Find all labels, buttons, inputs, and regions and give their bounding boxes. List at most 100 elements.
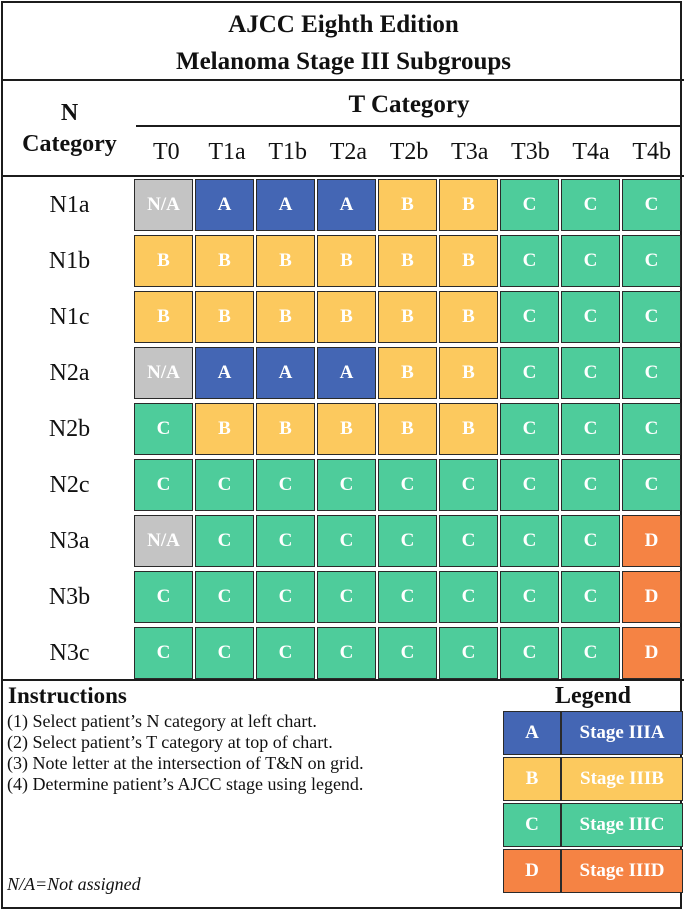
grid-cell-n1b-t3b: C [500, 235, 559, 287]
t-column-t0: T0 [153, 139, 180, 165]
grid-cell-n2c-t4a: C [561, 459, 620, 511]
n-row-label: N3c [49, 640, 90, 666]
instructions-title: Instructions [8, 683, 127, 708]
grid-cell-n3c-t3a: C [439, 627, 498, 679]
title-line-1: AJCC Eighth Edition [228, 11, 459, 38]
grid-cell-n2a-t2b: B [378, 347, 437, 399]
grid-cell-n1a-t0: N/A [134, 179, 193, 231]
legend-key: A [503, 711, 561, 755]
grid-cell-n1b-t4b: C [622, 235, 681, 287]
grid-cell-n3a-t3b: C [500, 515, 559, 567]
grid-cell-n3a-t1b: C [256, 515, 315, 567]
grid-cell-n1b-t1b: B [256, 235, 315, 287]
grid-cell-n2c-t2b: C [378, 459, 437, 511]
grid-cell-n1a-t2b: B [378, 179, 437, 231]
grid-cell-n3c-t4a: C [561, 627, 620, 679]
t-column-t4b: T4b [632, 139, 672, 165]
grid-cell-n2c-t3b: C [500, 459, 559, 511]
grid-cell-n2a-t4b: C [622, 347, 681, 399]
n-header-line-2: Category [22, 131, 117, 157]
grid-cell-n1c-t2b: B [378, 291, 437, 343]
grid-cell-n3b-t1a: C [195, 571, 254, 623]
grid-cell-n2c-t2a: C [317, 459, 376, 511]
grid-cell-n1a-t1b: A [256, 179, 315, 231]
grid-cell-n3a-t4a: C [561, 515, 620, 567]
grid-cell-n2b-t0: C [134, 403, 193, 455]
n-row-label: N3b [48, 584, 91, 610]
grid-cell-n3c-t1a: C [195, 627, 254, 679]
n-row-label: N1b [48, 248, 91, 274]
grid-cell-n2c-t3a: C [439, 459, 498, 511]
grid-cell-n1c-t1a: B [195, 291, 254, 343]
grid-cell-n3c-t4b: D [622, 627, 681, 679]
grid-cell-n3b-t2b: C [378, 571, 437, 623]
legend-label: Stage IIIC [561, 803, 683, 847]
chart-title: AJCC Eighth Edition Melanoma Stage III S… [3, 3, 684, 81]
t-column-t3a: T3a [451, 139, 489, 165]
t-column-t1b: T1b [268, 139, 308, 165]
legend-key: C [503, 803, 561, 847]
grid-cell-n2c-t1b: C [256, 459, 315, 511]
instruction-item: (3) Note letter at the intersection of T… [7, 753, 364, 773]
grid-cell-n2a-t1b: A [256, 347, 315, 399]
legend-label: Stage IIID [561, 849, 683, 893]
grid-cell-n3a-t2b: C [378, 515, 437, 567]
grid-cell-n2b-t2a: B [317, 403, 376, 455]
grid-cell-n3c-t1b: C [256, 627, 315, 679]
legend-title: Legend [554, 683, 631, 709]
grid-cell-n2a-t2a: A [317, 347, 376, 399]
grid-cell-n1c-t0: B [134, 291, 193, 343]
t-column-t3b: T3b [511, 139, 550, 165]
grid-cell-n3a-t2a: C [317, 515, 376, 567]
instruction-item: (1) Select patient’s N category at left … [7, 711, 317, 731]
grid-cell-n3b-t3b: C [500, 571, 559, 623]
grid-cell-n1c-t2a: B [317, 291, 376, 343]
grid-cell-n3b-t2a: C [317, 571, 376, 623]
grid-cell-n2a-t0: N/A [134, 347, 193, 399]
grid-cell-n1b-t2b: B [378, 235, 437, 287]
instruction-item: (2) Select patient’s T category at top o… [7, 732, 333, 752]
n-row-label: N2a [49, 360, 90, 386]
grid-cell-n2b-t3b: C [500, 403, 559, 455]
n-category-header: N Category [3, 81, 136, 177]
grid-cell-n1b-t3a: B [439, 235, 498, 287]
grid-cell-n3b-t4a: C [561, 571, 620, 623]
grid-cell-n2c-t4b: C [622, 459, 681, 511]
n-row-label: N1a [49, 192, 90, 218]
t-category-header: T Category [348, 91, 470, 118]
grid-cell-n2a-t3a: B [439, 347, 498, 399]
n-row-label: N1c [49, 304, 90, 330]
n-row-label: N3a [49, 528, 90, 554]
grid-cell-n1b-t1a: B [195, 235, 254, 287]
grid-cell-n2c-t0: C [134, 459, 193, 511]
grid-cell-n1b-t2a: B [317, 235, 376, 287]
n-row-label: N2c [49, 472, 90, 498]
grid-cell-n3a-t3a: C [439, 515, 498, 567]
grid-cell-n2a-t4a: C [561, 347, 620, 399]
grid-cell-n3b-t3a: C [439, 571, 498, 623]
grid-cell-n1c-t1b: B [256, 291, 315, 343]
t-column-t2b: T2b [389, 139, 429, 165]
grid-cell-n3c-t2a: C [317, 627, 376, 679]
instructions-list: (1) Select patient’s N category at left … [7, 711, 364, 795]
na-note: N/A=Not assigned [7, 874, 141, 894]
grid-cell-n2b-t1b: B [256, 403, 315, 455]
title-line-2: Melanoma Stage III Subgroups [175, 48, 512, 75]
instruction-item: (4) Determine patient’s AJCC stage using… [7, 774, 364, 794]
grid-cell-n3a-t0: N/A [134, 515, 193, 567]
legend-key: B [503, 757, 561, 801]
grid-cell-n1a-t3b: C [500, 179, 559, 231]
grid-cell-n1c-t3a: B [439, 291, 498, 343]
